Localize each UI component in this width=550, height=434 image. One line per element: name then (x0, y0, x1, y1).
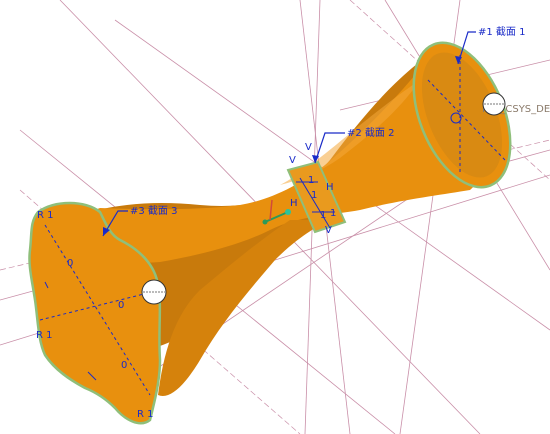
start-point-handle-3[interactable] (141, 279, 167, 305)
dim-zero-c: 0 (121, 360, 127, 371)
dim-h-b: H (326, 182, 334, 193)
dim-one-b: 1 (320, 210, 326, 221)
dim-one-d: 1 (311, 190, 317, 201)
section1-label[interactable]: #1 截面 1 (478, 25, 525, 38)
dim-r1-bottom: R 1 (137, 409, 154, 420)
dim-zero-b: 0 (118, 300, 124, 311)
section2-label[interactable]: #2 截面 2 (347, 126, 394, 139)
surface-highlight (280, 80, 420, 185)
dim-v-c: V (305, 142, 312, 153)
surface-lower-flare (158, 220, 330, 396)
leader-arrowheads (103, 56, 462, 236)
start-point-handle-1[interactable] (482, 92, 506, 116)
dim-r1-left: R 1 (36, 330, 53, 341)
dim-one-a: 1 (308, 175, 314, 186)
dim-v-b: V (325, 225, 332, 236)
section1-sketch (427, 55, 506, 175)
dim-r1-top: R 1 (37, 210, 54, 221)
dim-h-a: H (290, 198, 298, 209)
section3-cap (28, 201, 162, 425)
blend-surface (28, 41, 512, 425)
section2-band (286, 160, 347, 234)
section3-label[interactable]: #3 截面 3 (130, 204, 177, 217)
sketch-origin-glyph (262, 199, 291, 225)
section3-sketch (39, 224, 161, 396)
leader-lines (102, 31, 476, 237)
dim-zero-a: 0 (67, 258, 73, 269)
csys-label[interactable]: PRT_CSYS_DEF (482, 104, 550, 115)
dim-one-c: 1 (330, 208, 336, 219)
dim-v-a: V (289, 155, 296, 166)
section2-sketch (296, 177, 335, 229)
